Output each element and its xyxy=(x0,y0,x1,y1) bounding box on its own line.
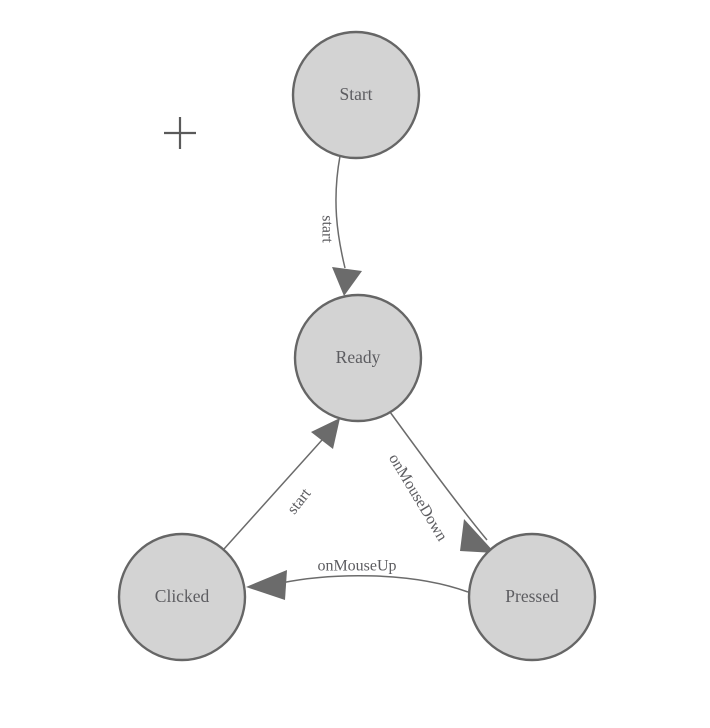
edge-label-ready-to-pressed: onMouseDown xyxy=(385,451,450,544)
edge-path-start-to-ready xyxy=(335,155,346,269)
arrowhead-into-ready xyxy=(332,267,362,296)
edge-clicked-to-ready[interactable]: start xyxy=(223,418,340,550)
arrowhead-into-pressed xyxy=(460,519,495,553)
edge-pressed-to-clicked[interactable]: onMouseUp xyxy=(246,558,469,600)
edge-label-start-to-ready: start xyxy=(318,215,335,243)
node-ready-circle[interactable] xyxy=(293,293,423,423)
edge-path-ready-to-pressed xyxy=(389,411,488,541)
node-start[interactable]: Start xyxy=(291,30,421,160)
edge-path-clicked-to-ready xyxy=(223,439,323,550)
edge-path-pressed-to-clicked xyxy=(280,574,469,593)
node-clicked[interactable]: Clicked xyxy=(117,532,247,662)
edge-start-to-ready[interactable]: start xyxy=(318,155,362,296)
node-pressed[interactable]: Pressed xyxy=(467,532,597,662)
node-pressed-circle[interactable] xyxy=(467,532,597,662)
edge-label-pressed-to-clicked: onMouseUp xyxy=(317,558,396,575)
node-start-circle[interactable] xyxy=(291,30,421,160)
crosshair-icon[interactable] xyxy=(164,117,196,149)
node-clicked-circle[interactable] xyxy=(117,532,247,662)
arrowhead-into-clicked xyxy=(246,570,287,600)
node-ready[interactable]: Ready xyxy=(293,293,423,423)
edge-label-clicked-to-ready: start xyxy=(284,485,315,518)
edge-ready-to-pressed[interactable]: onMouseDown xyxy=(385,411,495,553)
arrowhead-into-ready-from-clicked xyxy=(311,418,340,449)
